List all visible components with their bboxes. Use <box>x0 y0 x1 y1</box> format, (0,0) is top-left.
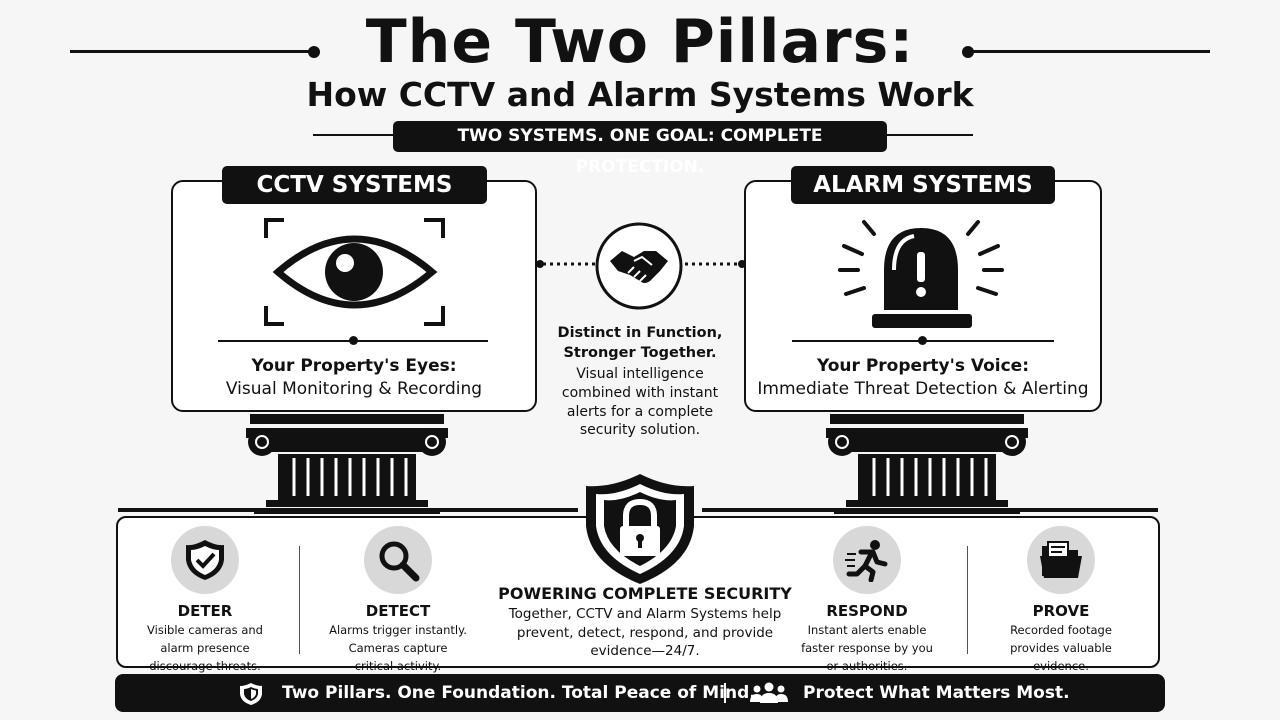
center-body-line: combined with instant <box>561 385 719 401</box>
title-rule-right-dot <box>962 46 974 58</box>
page-title: The Two Pillars: <box>365 7 915 77</box>
center-body-line: security solution. <box>579 422 701 438</box>
benefit-separator <box>967 546 968 654</box>
center-body-line: Visual intelligence <box>576 366 704 382</box>
benefit-detect: DETECT Alarms trigger instantly. Cameras… <box>326 526 470 674</box>
alarm-label: ALARM SYSTEMS <box>791 166 1055 204</box>
eye-icon <box>264 218 445 326</box>
shield-lock-icon <box>586 474 694 584</box>
pillar-connector <box>536 260 746 268</box>
cctv-divider-dot <box>349 336 358 345</box>
benefit-prove: PROVE Recorded footage provides valuable… <box>996 526 1126 674</box>
tagline-badge: TWO SYSTEMS. ONE GOAL: COMPLETE PROTECTI… <box>393 121 887 177</box>
benefit-title: DETECT <box>365 602 431 620</box>
page-subtitle: How CCTV and Alarm Systems Work <box>306 75 974 114</box>
alarm-column <box>826 414 1028 514</box>
foundation-rail-left <box>118 508 578 512</box>
cctv-description: Visual Monitoring & Recording <box>225 379 483 399</box>
handshake-icon <box>595 222 683 310</box>
alarm-heading: Your Property's Voice: <box>816 356 1030 376</box>
benefit-line: discourage threats. <box>149 659 261 673</box>
cctv-column <box>246 414 448 514</box>
benefit-icon-circle <box>1027 526 1095 594</box>
footer-left-text: Two Pillars. One Foundation. Total Peace… <box>282 683 756 703</box>
benefit-icon-circle <box>833 526 901 594</box>
benefit-line: or authorities. <box>826 659 908 673</box>
alarm-description: Immediate Threat Detection & Alerting <box>757 379 1089 399</box>
foundation-rail-right <box>702 508 1158 512</box>
benefit-line: evidence. <box>1033 659 1089 673</box>
tagline-rule-left <box>313 134 393 136</box>
benefit-icon-circle <box>171 526 239 594</box>
foundation-body-line: Together, CCTV and Alarm Systems help <box>508 606 782 622</box>
title-rule-left-dot <box>308 46 320 58</box>
footer-right-text: Protect What Matters Most. <box>803 683 1070 703</box>
benefit-line: provides valuable <box>1010 641 1112 655</box>
title-rule-right <box>970 50 1210 53</box>
benefit-title: RESPOND <box>826 602 908 620</box>
benefit-line: alarm presence <box>160 641 250 655</box>
folder-icon <box>1040 541 1082 578</box>
center-body-line: alerts for a complete <box>566 404 714 420</box>
footer-bar: Two Pillars. One Foundation. Total Peace… <box>115 674 1165 712</box>
benefit-line: Instant alerts enable <box>807 623 927 637</box>
title-rule-left <box>70 50 310 53</box>
footer-divider <box>724 683 726 703</box>
benefit-icon-circle <box>364 526 432 594</box>
benefit-line: Alarms trigger instantly. <box>329 623 467 637</box>
benefit-line: critical activity. <box>354 659 442 673</box>
shield-check-icon <box>186 540 224 580</box>
benefit-separator <box>299 546 300 654</box>
cctv-heading: Your Property's Eyes: <box>251 356 457 376</box>
cctv-label: CCTV SYSTEMS <box>222 166 487 204</box>
benefit-title: DETER <box>177 602 233 620</box>
foundation-title: POWERING COMPLETE SECURITY <box>498 584 792 603</box>
benefit-line: Cameras capture <box>348 641 448 655</box>
benefit-line: Recorded footage <box>1010 623 1112 637</box>
benefit-line: Visible cameras and <box>147 623 263 637</box>
benefit-respond: RESPOND Instant alerts enable faster res… <box>796 526 938 674</box>
benefit-title: PROVE <box>1032 602 1090 620</box>
magnifier-icon <box>379 541 420 582</box>
alarm-divider-dot <box>918 336 927 345</box>
people-icon <box>750 682 788 703</box>
center-heading-line2: Stronger Together. <box>563 345 717 361</box>
tagline-rule-right <box>887 134 973 136</box>
benefit-deter: DETER Visible cameras and alarm presence… <box>140 526 270 674</box>
alarm-beacon-icon <box>838 220 1004 328</box>
shield-icon <box>240 683 262 705</box>
foundation-body-line: evidence—24/7. <box>590 643 700 659</box>
foundation-body-line: prevent, detect, respond, and provide <box>516 625 774 641</box>
running-person-icon <box>845 540 888 582</box>
benefit-line: faster response by you <box>801 641 933 655</box>
center-heading-line1: Distinct in Function, <box>557 325 723 341</box>
